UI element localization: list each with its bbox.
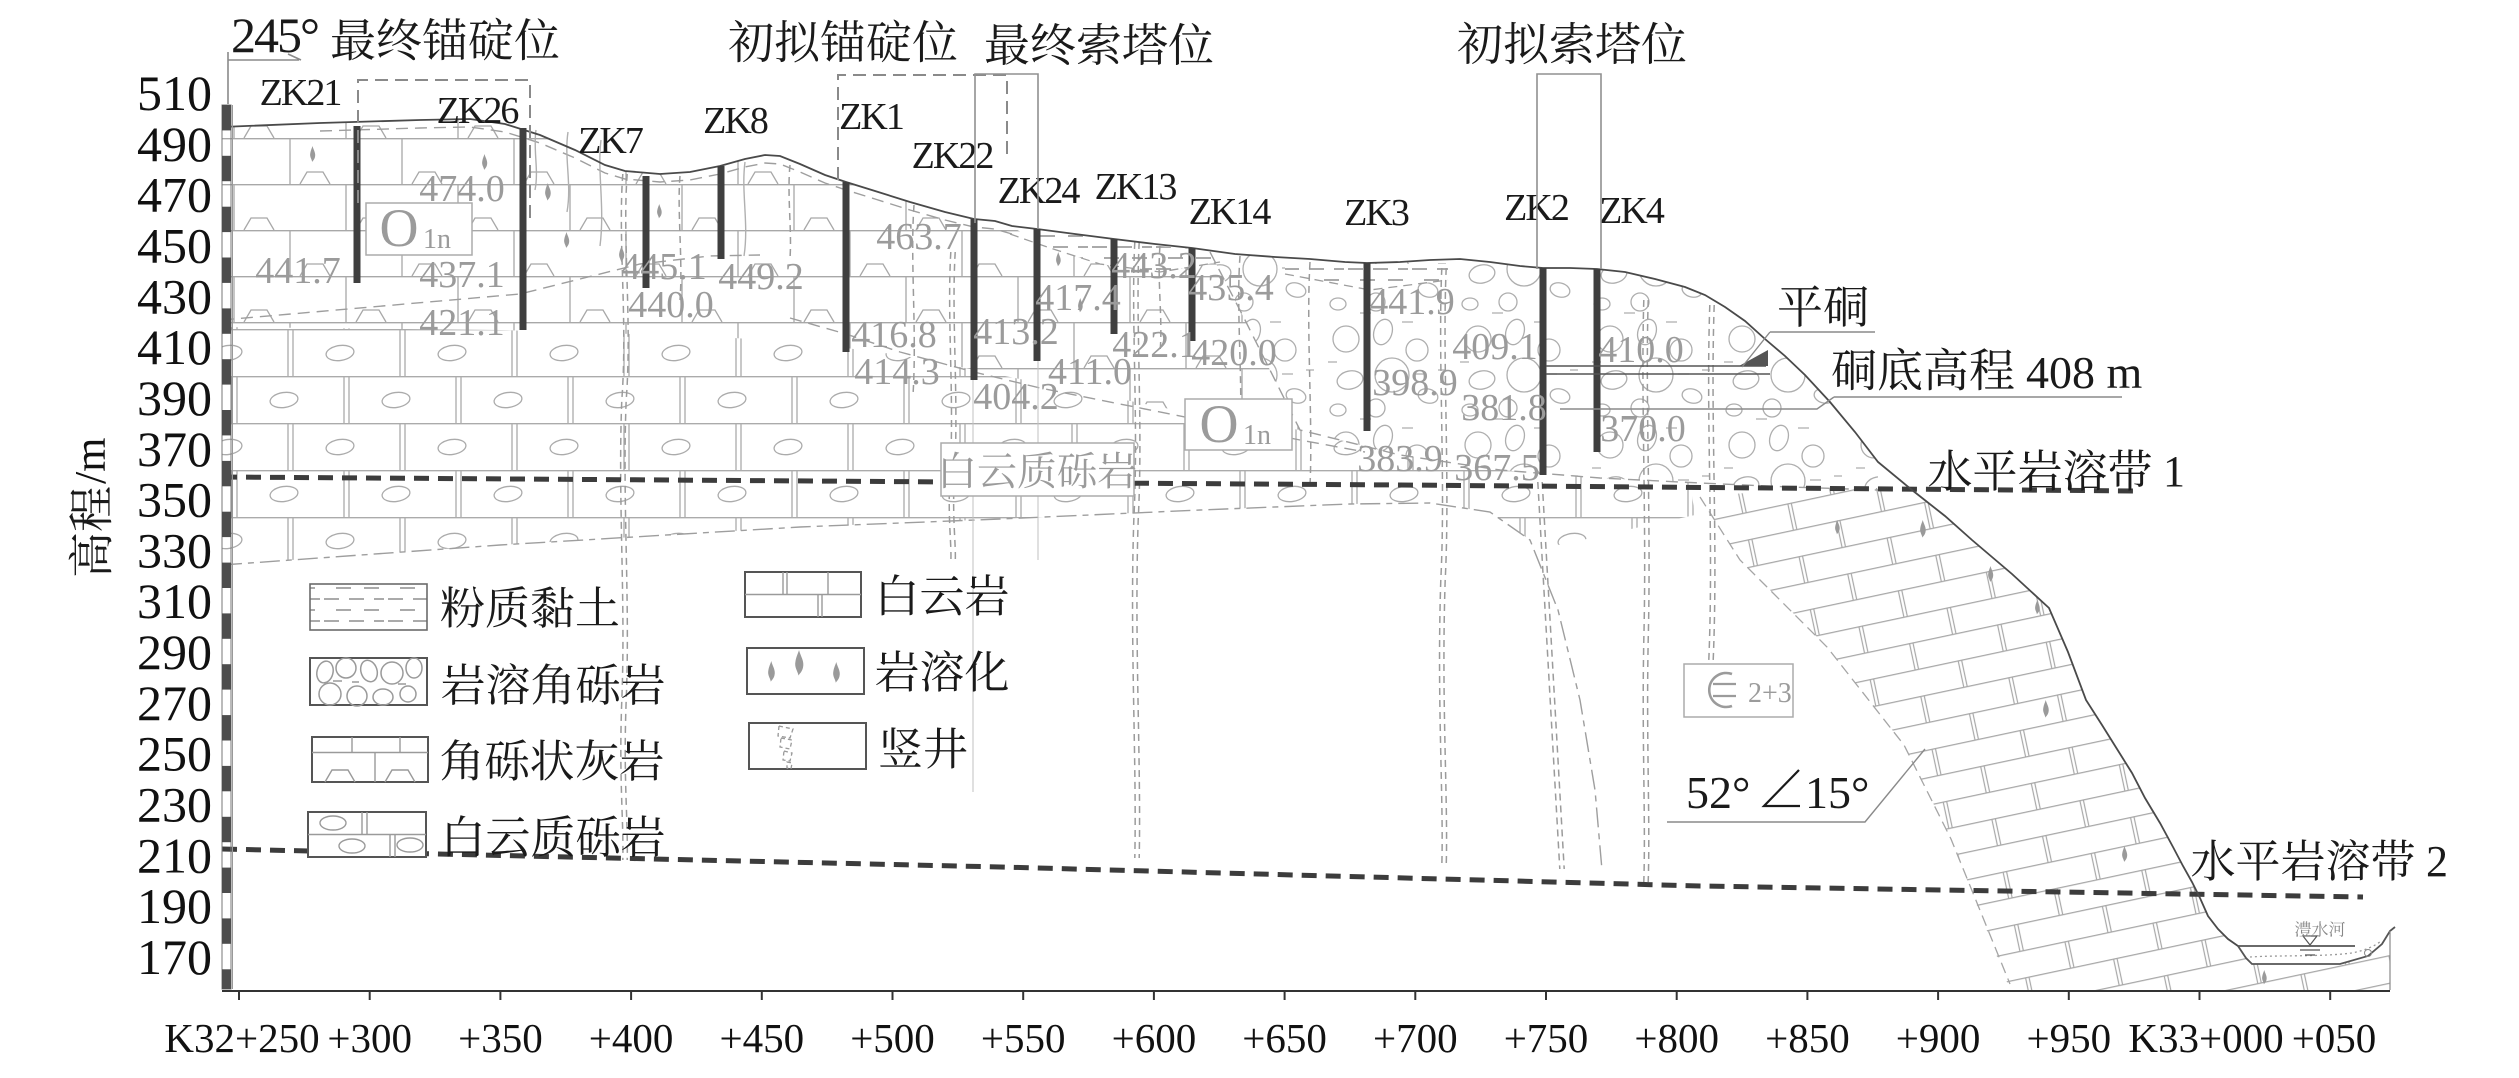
svg-text:ZK4: ZK4: [1599, 190, 1665, 232]
svg-text:+300: +300: [327, 1015, 412, 1061]
svg-text:245°: 245°: [231, 7, 318, 63]
svg-text:404.2: 404.2: [973, 376, 1059, 418]
svg-text:370.0: 370.0: [1600, 408, 1686, 450]
svg-text:330: 330: [137, 522, 212, 578]
svg-text:ZK8: ZK8: [703, 100, 768, 142]
svg-text:350: 350: [137, 472, 212, 528]
svg-text:K32+250: K32+250: [164, 1015, 319, 1061]
svg-text:390: 390: [137, 370, 212, 426]
svg-text:470: 470: [137, 167, 212, 223]
svg-text:+600: +600: [1112, 1015, 1197, 1061]
svg-text:420.0: 420.0: [1191, 332, 1277, 374]
svg-text:417.4: 417.4: [1035, 277, 1121, 319]
svg-text:ZK24: ZK24: [998, 170, 1081, 212]
svg-text:381.8: 381.8: [1461, 387, 1547, 429]
svg-text:413.2: 413.2: [973, 311, 1059, 353]
svg-text:O: O: [380, 198, 419, 258]
svg-text:+650: +650: [1242, 1015, 1327, 1061]
svg-text:367.5: 367.5: [1454, 447, 1540, 489]
svg-text:ZK1: ZK1: [839, 96, 903, 138]
svg-text:ZK14: ZK14: [1189, 191, 1272, 233]
svg-text:O: O: [1200, 394, 1239, 454]
svg-text:1n: 1n: [423, 224, 451, 255]
svg-text:210: 210: [137, 827, 212, 883]
svg-text:/m: /m: [66, 438, 115, 484]
svg-text:+500: +500: [850, 1015, 935, 1061]
svg-text:410: 410: [137, 319, 212, 375]
svg-text:ZK13: ZK13: [1095, 166, 1177, 208]
svg-text:230: 230: [137, 777, 212, 833]
svg-text:+750: +750: [1504, 1015, 1589, 1061]
svg-text:409.1: 409.1: [1452, 326, 1538, 368]
svg-text:408 m: 408 m: [2026, 347, 2143, 398]
svg-text:250: 250: [137, 726, 212, 782]
svg-text:+900: +900: [1896, 1015, 1981, 1061]
svg-text:414.3: 414.3: [854, 351, 940, 393]
svg-text:449.2: 449.2: [718, 256, 804, 298]
svg-text:441.9: 441.9: [1369, 281, 1455, 323]
svg-text:290: 290: [137, 624, 212, 680]
svg-text:435.4: 435.4: [1188, 267, 1274, 309]
svg-text:+450: +450: [719, 1015, 804, 1061]
svg-text:310: 310: [137, 573, 212, 629]
svg-text:ZK26: ZK26: [437, 90, 519, 132]
svg-text:370: 370: [137, 421, 212, 477]
svg-text:+800: +800: [1634, 1015, 1719, 1061]
svg-text:270: 270: [137, 675, 212, 731]
svg-text:ZK22: ZK22: [912, 135, 993, 177]
svg-text:+400: +400: [589, 1015, 674, 1061]
svg-text:398.9: 398.9: [1372, 362, 1458, 404]
svg-text:440.0: 440.0: [628, 284, 714, 326]
svg-text:437.1: 437.1: [419, 254, 505, 296]
svg-text:416.8: 416.8: [851, 314, 937, 356]
svg-text:1n: 1n: [1243, 420, 1271, 451]
svg-text:+950: +950: [2026, 1015, 2111, 1061]
svg-text:+850: +850: [1765, 1015, 1850, 1061]
svg-text:421.1: 421.1: [419, 302, 505, 344]
svg-text:2+3: 2+3: [1748, 678, 1792, 709]
svg-text:441.7: 441.7: [255, 250, 341, 292]
svg-text:430: 430: [137, 268, 212, 324]
svg-text:490: 490: [137, 116, 212, 172]
svg-text:2: 2: [2426, 837, 2448, 886]
svg-text:ZK21: ZK21: [260, 72, 341, 114]
svg-text:+700: +700: [1373, 1015, 1458, 1061]
svg-text:ZK2: ZK2: [1504, 187, 1568, 229]
svg-text:K33+000: K33+000: [2128, 1015, 2283, 1061]
svg-text:450: 450: [137, 218, 212, 274]
svg-text:383.9: 383.9: [1357, 438, 1443, 480]
svg-text:170: 170: [137, 929, 212, 985]
svg-text:ZK3: ZK3: [1344, 192, 1409, 234]
svg-text:+050: +050: [2292, 1015, 2377, 1061]
svg-text:+350: +350: [458, 1015, 543, 1061]
svg-text:411.0: 411.0: [1048, 351, 1132, 393]
svg-text:443.2: 443.2: [1111, 245, 1197, 287]
svg-text:445.1: 445.1: [621, 246, 707, 288]
svg-text:+550: +550: [981, 1015, 1066, 1061]
svg-text:422.1: 422.1: [1112, 324, 1198, 366]
svg-text:510: 510: [137, 65, 212, 121]
svg-text:52°: 52°: [1686, 767, 1750, 818]
svg-text:410.0: 410.0: [1598, 329, 1684, 371]
svg-text:1: 1: [2163, 447, 2185, 496]
svg-text:190: 190: [137, 878, 212, 934]
svg-text:463.7: 463.7: [876, 216, 962, 258]
svg-text:15°: 15°: [1805, 767, 1869, 818]
svg-text:ZK7: ZK7: [578, 120, 643, 162]
